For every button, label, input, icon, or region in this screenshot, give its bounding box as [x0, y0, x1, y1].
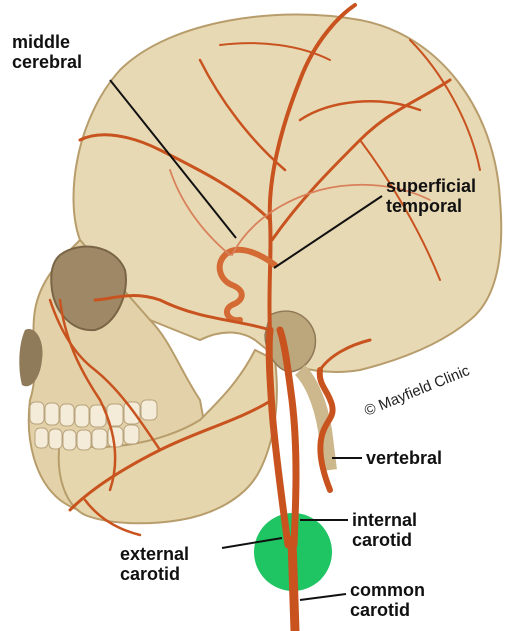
leader-common-carotid [300, 594, 346, 600]
label-internal-carotid-line1: internal [352, 510, 417, 530]
label-middle-cerebral-line2: cerebral [12, 52, 82, 72]
label-superficial-temporal: superficial temporal [386, 176, 476, 216]
label-middle-cerebral-line1: middle [12, 32, 82, 52]
label-common-carotid-line1: common [350, 580, 425, 600]
label-internal-carotid: internal carotid [352, 510, 417, 550]
common-carotid-artery [292, 540, 295, 631]
label-common-carotid-line2: carotid [350, 600, 425, 620]
label-vertebral: vertebral [366, 448, 442, 468]
label-external-carotid-line1: external [120, 544, 189, 564]
label-internal-carotid-line2: carotid [352, 530, 417, 550]
label-common-carotid: common carotid [350, 580, 425, 620]
label-superficial-temporal-line2: temporal [386, 196, 476, 216]
label-superficial-temporal-line1: superficial [386, 176, 476, 196]
label-vertebral-line1: vertebral [366, 448, 442, 468]
label-middle-cerebral: middle cerebral [12, 32, 82, 72]
label-external-carotid: external carotid [120, 544, 189, 584]
label-external-carotid-line2: carotid [120, 564, 189, 584]
